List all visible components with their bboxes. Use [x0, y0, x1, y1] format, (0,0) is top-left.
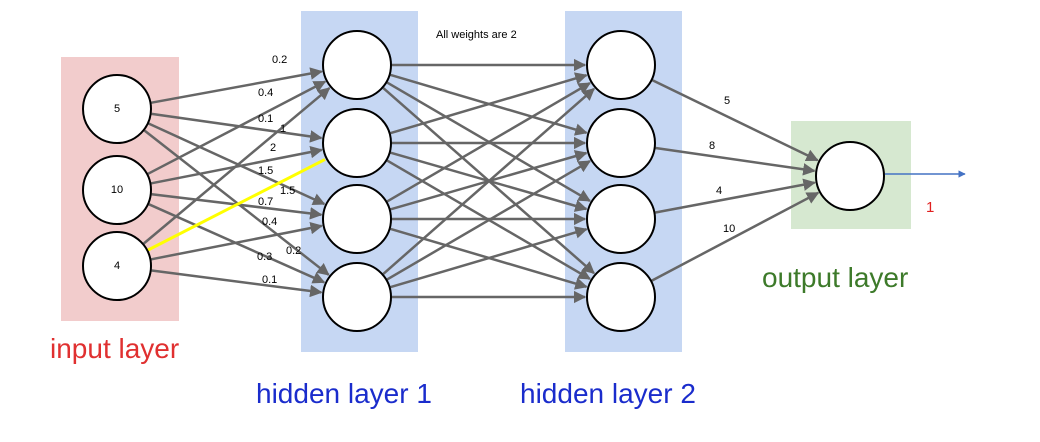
input-node-2: 10 — [82, 155, 152, 225]
input-layer-title: input layer — [50, 333, 180, 364]
edge-input-node-3-hidden1-node-1 — [142, 87, 331, 245]
hidden1-node-3 — [322, 184, 392, 254]
edge-hidden1-node-4-hidden2-node-3 — [390, 226, 588, 289]
output-value: 1 — [926, 199, 935, 216]
edge-input-node-1-hidden1-node-4 — [143, 129, 330, 276]
weight-label-4: 1 — [280, 123, 287, 135]
weight-label-out-2: 8 — [709, 140, 716, 152]
weight-label-out-3: 4 — [716, 185, 723, 197]
edge-input-node-2-hidden1-node-1 — [147, 80, 327, 175]
hidden1-node-4 — [322, 262, 392, 332]
hidden1-node-1 — [322, 30, 392, 100]
edge-hidden1-node-3-hidden2-node-1 — [386, 82, 591, 203]
weight-label-out-1: 5 — [724, 95, 731, 107]
weight-label-8: 0.7 — [258, 196, 274, 208]
hidden-layer-2-title: hidden layer 2 — [520, 378, 696, 409]
output-layer-title: output layer — [762, 262, 909, 293]
edge-input-node-1-hidden1-node-3 — [148, 122, 326, 206]
weight-label-out-4: 10 — [723, 223, 736, 235]
hidden2-node-2 — [586, 108, 656, 178]
edge-hidden2-node-3-output-node — [655, 178, 816, 214]
input-node-1: 5 — [82, 74, 152, 144]
edge-hidden2-node-2-output-node — [655, 146, 816, 176]
edge-hidden1-node-4-hidden2-node-1 — [382, 87, 595, 275]
weight-label-2: 0.4 — [258, 87, 274, 99]
input-node-3: 4 — [82, 231, 152, 301]
highlighted-edge — [147, 158, 326, 252]
weight-label-10: 0.3 — [257, 251, 273, 263]
weight-label-6: 1.5 — [258, 165, 274, 177]
weight-label-9: 0.4 — [262, 216, 278, 228]
weight-label-1: 0.2 — [272, 54, 288, 66]
weight-label-11: 0.2 — [286, 245, 302, 257]
weight-label-3: 0.1 — [258, 113, 274, 125]
weight-label-5: 2 — [270, 142, 277, 154]
edge-input-node-3-hidden1-node-4 — [151, 269, 323, 298]
edge-hidden1-node-2-hidden2-node-1 — [390, 72, 588, 135]
weights-note: All weights are 2 — [436, 29, 517, 41]
edge-hidden1-node-4-hidden2-node-2 — [386, 160, 591, 281]
edge-hidden2-node-4-output-node — [651, 191, 820, 282]
edge-hidden2-node-1-output-node — [651, 79, 819, 162]
hidden-layer-1-title: hidden layer 1 — [256, 378, 432, 409]
edge-input-node-3-hidden1-node-3 — [151, 221, 323, 261]
edge-input-node-1-hidden1-node-2 — [151, 112, 323, 143]
hidden1-node-2 — [322, 108, 392, 178]
hidden2-node-3 — [586, 184, 656, 254]
edge-input-node-1-hidden1-node-1 — [151, 67, 323, 104]
weight-label-7: 1.5 — [280, 185, 296, 197]
hidden2-node-4 — [586, 262, 656, 332]
hidden2-node-1 — [586, 30, 656, 100]
output-node — [815, 141, 885, 211]
weight-label-12: 0.1 — [262, 274, 278, 286]
